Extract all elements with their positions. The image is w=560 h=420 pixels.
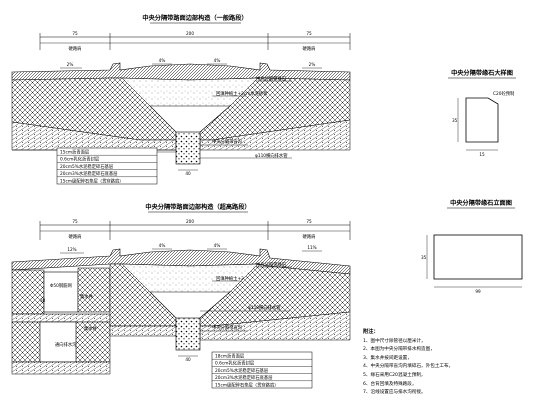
upper-layer-1: 0.6cm乳化沥青封层 <box>60 156 100 163</box>
lower-curb-label: 中央分隔带缘石 <box>256 261 287 268</box>
upper-layer-0: 15cm沥青面层 <box>60 149 90 156</box>
lower-slope-center-left: 4% <box>159 243 166 248</box>
upper-slope-center-right: 4% <box>214 58 221 63</box>
upper-title: 中央分隔带路面边部构造（一般路段） <box>142 14 247 22</box>
upper-curb-label: 中央分隔带缘石 <box>256 75 287 82</box>
lower-slope-center-right: 4% <box>214 243 221 248</box>
note-item: 1、图中尺寸除管径以厘米计， <box>363 338 426 344</box>
lower-lane-right: 硬路肩 <box>303 233 316 240</box>
lower-slope-left: 12% <box>67 247 76 252</box>
upper-lane-left: 硬路肩 <box>69 45 82 52</box>
note-item: 2、本图为中央分隔带排水构造图， <box>363 347 435 353</box>
upper-dimension-line: 75 200 75 硬路肩 硬路肩 <box>39 31 351 52</box>
curb-elevation-title: 中央分隔带缘石立面图 <box>450 199 512 207</box>
lower-lane-left: 硬路肩 <box>69 233 82 240</box>
curb-section-shape <box>465 97 499 143</box>
notes-heading: 附注： <box>363 329 379 335</box>
lower-dimension-line: 75 200 75 硬路肩 硬路肩 <box>39 219 351 240</box>
lower-blind-drain <box>175 317 201 351</box>
lower-pipe-label: φ110横向排水管 <box>248 304 281 311</box>
upper-dim-center: 200 <box>186 31 194 36</box>
lower-median-fill-label: 回填种植土+2cm水泥砂浆 <box>216 275 268 282</box>
upper-median-trench <box>149 105 231 133</box>
curb-elevation-width: 99 <box>475 289 481 294</box>
curb-elevation-height: 35 <box>421 255 427 260</box>
upper-slope-labels: 2% 4% 4% 2% <box>60 58 322 69</box>
lower-dim-right: 75 <box>306 219 312 224</box>
notes-block: 附注： 1、图中尺寸除管径以厘米计， 2、本图为中央分隔带排水构造图， 3、集水… <box>363 328 553 398</box>
lower-dim-bottom: 40 <box>185 357 191 362</box>
curb-elevation: 中央分隔带缘石立面图 35 99 <box>421 199 523 294</box>
lower-layer-2: 20cm5%水泥稳定碎石基层 <box>215 367 269 374</box>
upper-lane-right: 硬路肩 <box>303 45 316 52</box>
lower-collector-well: Φ50钢筋网 集水井 集水井 通向排水沟 30 <box>11 267 111 375</box>
curb-width: 15 <box>479 152 485 157</box>
upper-layer-2: 20cm5%水泥稳定碎石基层 <box>60 163 114 170</box>
lower-dim-left: 75 <box>72 219 78 224</box>
upper-slope-right: 2% <box>309 62 316 67</box>
curb-chamfer-label: C20砼预制 <box>493 90 514 97</box>
lower-layer-1: 0.6cm乳化沥青封层 <box>215 360 255 367</box>
upper-slope-left: 2% <box>67 62 74 67</box>
note-item: 4、中央分隔带盲沟内填碎石，外包土工布， <box>363 364 454 370</box>
curb-elevation-block <box>433 234 523 280</box>
curb-detail-title: 中央分隔带缘石大样图 <box>451 69 513 77</box>
upper-dim-left: 75 <box>72 31 78 36</box>
lower-collector-label: 集水井 <box>80 293 94 300</box>
lower-median-trench <box>149 291 231 319</box>
upper-drain-label: 中央分隔带盲沟 <box>212 138 242 145</box>
lower-dim-center: 200 <box>186 219 194 224</box>
curb-height: 35 <box>452 118 458 123</box>
note-item: 3、集水井按间距设置， <box>363 355 412 361</box>
note-item: 7、沿线设置应与排水沟衔接。 <box>363 390 426 396</box>
lower-outlet-label: 通向排水沟 <box>55 341 76 348</box>
lower-layer-3: 20cm3%水泥稳定碎石底基层 <box>215 374 273 381</box>
lower-section: 中央分隔带路面边部构造（超高路段） 75 200 75 硬路肩 硬路肩 12% … <box>11 203 351 388</box>
lower-drain-label: 中央分隔带盲沟 <box>212 324 242 331</box>
upper-pipe-label: φ110横向排水管 <box>255 152 288 159</box>
lower-dim-side: 30 <box>40 298 46 303</box>
lower-layer-legend: 18cm沥青面层 0.6cm乳化沥青封层 20cm5%水泥稳定碎石基层 20cm… <box>211 351 313 388</box>
upper-dim-bottom: 40 <box>185 171 191 176</box>
lower-title: 中央分隔带路面边部构造（超高路段） <box>145 203 250 211</box>
lower-layer-4: 15cm级配碎石垫层（贯穿路肩） <box>215 381 279 388</box>
note-item: 5、缘石采用C20混凝土预制， <box>363 372 426 378</box>
upper-slope-center-left: 4% <box>159 58 166 63</box>
lower-grate-label: Φ50钢筋网 <box>50 282 72 289</box>
note-item: 6、台背回填及特殊路段， <box>363 381 417 387</box>
upper-layer-3: 20cm3%水泥稳定碎石底基层 <box>60 170 118 177</box>
upper-layer-legend: 15cm沥青面层 0.6cm乳化沥青封层 20cm5%水泥稳定碎石基层 20cm… <box>56 147 176 184</box>
curb-detail: 中央分隔带缘石大样图 C20砼预制 35 15 <box>448 69 516 157</box>
lower-slope-labels: 12% 4% 4% 11% <box>60 243 322 254</box>
upper-layer-4: 15cm级配碎石垫层（贯穿路肩） <box>60 177 124 184</box>
upper-median-fill-label: 回填种植土+2cm水泥砂浆 <box>216 90 268 97</box>
lower-layer-0: 18cm沥青面层 <box>215 353 245 360</box>
upper-dim-right: 75 <box>306 31 312 36</box>
lower-base-band-left <box>109 325 177 337</box>
upper-section: 中央分隔带路面边部构造（一般路段） 75 200 75 硬路肩 硬路肩 2% 4… <box>11 14 351 184</box>
upper-blind-drain <box>175 131 201 165</box>
lower-slope-right: 11% <box>307 245 316 250</box>
lower-well-label: 集水井 <box>84 325 98 332</box>
upper-pavement-surface <box>11 62 351 81</box>
